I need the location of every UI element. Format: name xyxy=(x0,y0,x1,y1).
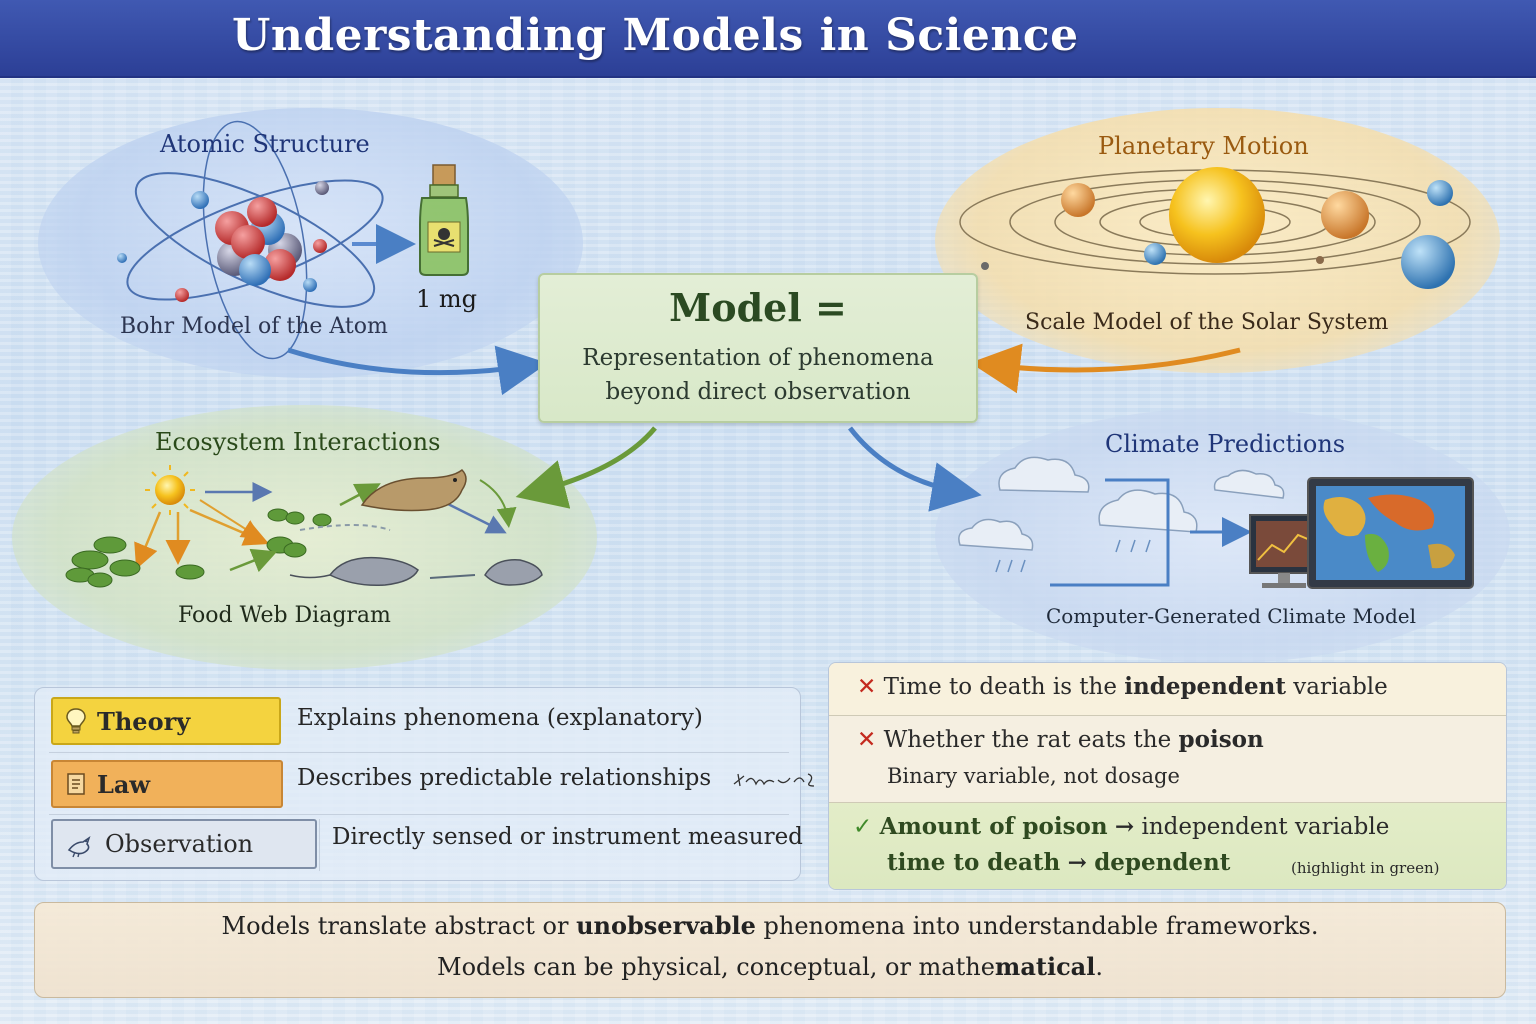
theory-tag: Theory xyxy=(51,697,281,745)
theory-text: Explains phenomena (explanatory) xyxy=(297,705,703,731)
title-bar: Understanding Models in Science xyxy=(0,0,1536,78)
observation-term: Observation xyxy=(105,830,254,858)
bird-icon xyxy=(67,836,91,858)
model-line-1: Representation of phenomena xyxy=(582,345,934,371)
summary-line-2: Models can be physical, conceptual, or m… xyxy=(437,952,1103,981)
atomic-caption: Bohr Model of the Atom xyxy=(120,314,388,339)
climate-heading: Climate Predictions xyxy=(1105,430,1346,458)
check-item-2: ✕ Whether the rat eats the poison Binary… xyxy=(829,716,1506,803)
summary-line-1: Models translate abstract or unobservabl… xyxy=(221,911,1319,940)
model-line-2: beyond direct observation xyxy=(605,379,911,405)
check-item-2-note: Binary variable, not dosage xyxy=(887,764,1180,788)
law-tag: Law xyxy=(51,760,283,808)
solar-system-icon xyxy=(959,167,1471,289)
lightbulb-icon xyxy=(66,708,86,734)
cross-icon: ✕ xyxy=(857,674,877,700)
definitions-panel: Theory Explains phenomena (explanatory) … xyxy=(34,687,815,881)
observation-text: Directly sensed or instrument measured xyxy=(332,824,803,850)
climate-caption: Computer-Generated Climate Model xyxy=(1046,604,1416,628)
food-web-icon xyxy=(65,465,543,588)
arrow-model-to-climate xyxy=(848,426,982,512)
model-definition-box: Model = Representation of phenomena beyo… xyxy=(538,273,978,423)
scribble-icon xyxy=(733,773,815,787)
planetary-heading: Planetary Motion xyxy=(1098,132,1309,160)
cross-icon: ✕ xyxy=(857,727,877,753)
observation-tag: Observation xyxy=(51,819,317,869)
ecosystem-heading: Ecosystem Interactions xyxy=(155,428,441,456)
model-title: Model = xyxy=(669,285,847,330)
law-text: Describes predictable relationships xyxy=(297,765,712,791)
ecosystem-caption: Food Web Diagram xyxy=(178,603,391,628)
arrow-atom-to-model xyxy=(287,345,548,396)
page-title: Understanding Models in Science xyxy=(232,10,1079,61)
summary-box: Models translate abstract or unobservabl… xyxy=(34,902,1506,998)
check-item-1: ✕ Time to death is the independent varia… xyxy=(829,663,1506,716)
arrow-model-to-ecosystem xyxy=(515,426,657,509)
bohr-atom-icon xyxy=(117,120,384,360)
check-item-3: ✓ Amount of poison → independent variabl… xyxy=(829,803,1506,889)
climate-model-icon xyxy=(958,456,1474,589)
poison-bottle-icon xyxy=(419,164,469,276)
theory-term: Theory xyxy=(97,706,191,736)
arrow-solar-to-model xyxy=(970,343,1241,394)
dose-label: 1 mg xyxy=(416,285,478,313)
atomic-heading: Atomic Structure xyxy=(160,130,370,158)
atomic-structure-panel xyxy=(38,108,583,378)
scroll-icon xyxy=(67,773,85,795)
variables-checklist: ✕ Time to death is the independent varia… xyxy=(828,662,1507,890)
highlight-note: (highlight in green) xyxy=(1291,859,1440,877)
planetary-caption: Scale Model of the Solar System xyxy=(1025,310,1389,335)
mouse-icon xyxy=(289,556,543,587)
check-icon: ✓ xyxy=(853,814,873,840)
law-term: Law xyxy=(97,769,151,799)
rodent-icon xyxy=(360,468,467,512)
